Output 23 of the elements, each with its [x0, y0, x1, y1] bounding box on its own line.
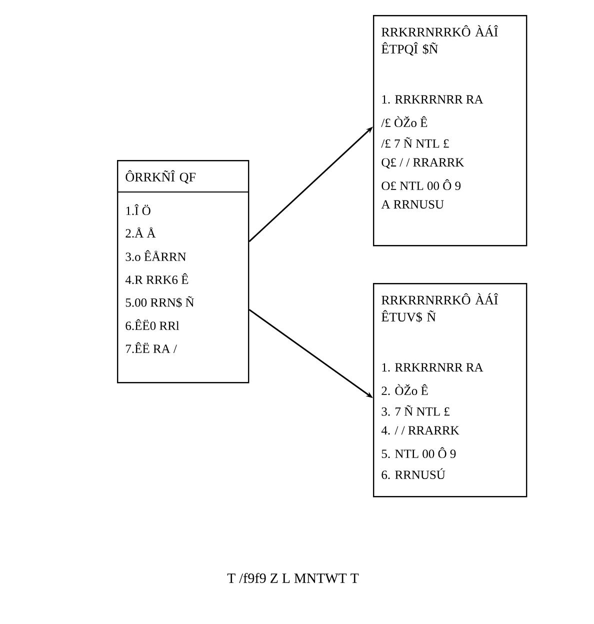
list-item: 2. ÒŽo Ê	[382, 384, 428, 396]
box-heading: RRKRRNRRKÔ ÀÁÎ ÊTPQÎ $Ñ	[382, 25, 498, 56]
list-item: 2.Å Å	[126, 227, 156, 238]
list-item: A RRNUSU	[381, 200, 444, 209]
box-heading: RRKRRNRRKÔ ÀÁÎ ÊTUV$ Ñ	[382, 293, 498, 322]
list-item: 5. NTL 00 Ô 9	[382, 447, 456, 458]
list-item: 3.o ÊÅRRN	[126, 250, 186, 262]
list-item: /£ 7 Ñ NTL £	[381, 137, 449, 148]
list-item: 1. RRKRRNRR RA	[382, 95, 484, 104]
list-item: 3. 7 Ñ NTL £	[382, 405, 450, 416]
caption: T /f9f9 Z L MNTWT T	[227, 572, 359, 584]
list-item: 6. RRNUSÚ	[382, 468, 446, 480]
list-item: Q£ / / RRARRK	[382, 158, 464, 168]
list-item: 1.Î Ö	[126, 204, 150, 216]
list-item: /£ ÒŽo Ê	[381, 116, 428, 128]
list-item: O£ NTL 00 Ô 9	[382, 179, 461, 190]
list-item: 5.00 RRN$ Ñ	[126, 296, 194, 308]
list-item: 4. / / RRARRK	[381, 426, 460, 435]
list-item: 7.ÊË RA /	[126, 342, 177, 354]
list-item: 1. RRKRRNRR RA	[382, 363, 484, 372]
list-item: 4.R RRK6 Ê	[125, 273, 188, 284]
list-item: 6.ÊË0 RRl	[126, 319, 180, 330]
box-heading: ÔRRKÑÎ QF	[126, 170, 196, 184]
